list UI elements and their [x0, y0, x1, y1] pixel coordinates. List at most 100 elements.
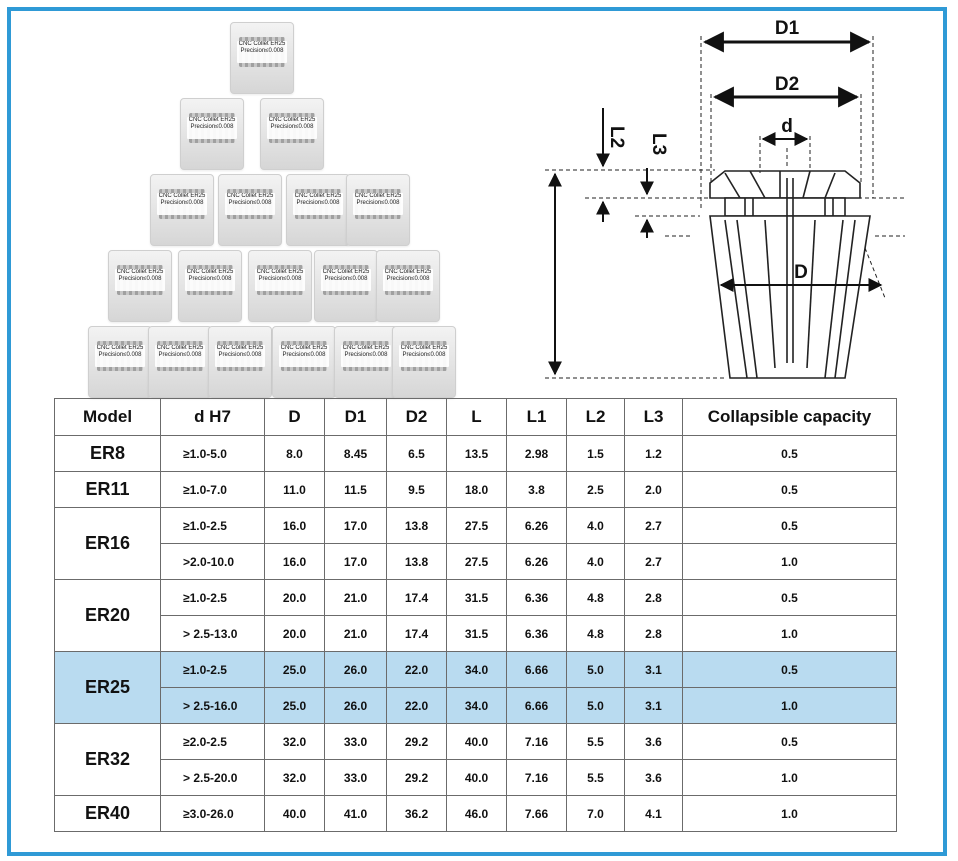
box-label-precision: Precision≤0.008: [158, 352, 202, 358]
bore-range-cell: ≥1.0-7.0: [160, 471, 265, 508]
table-cell: 41.0: [324, 795, 387, 832]
table-cell: 33.0: [324, 723, 387, 760]
table-cell: 22.0: [386, 651, 447, 688]
bore-range-cell: ≥3.0-26.0: [160, 795, 265, 832]
box-label-title: CNC Collet ER25: [400, 345, 448, 351]
table-cell: 20.0: [264, 615, 325, 652]
table-cell: 5.5: [566, 759, 625, 796]
table-cell: 4.0: [566, 543, 625, 580]
table-cell: 3.1: [624, 651, 683, 688]
model-cell: ER25: [54, 651, 161, 724]
box-label-precision: Precision≤0.008: [160, 200, 204, 206]
table-cell: 16.0: [264, 543, 325, 580]
table-cell: 40.0: [446, 723, 507, 760]
label-D: D: [794, 262, 808, 283]
table-cell: 2.98: [506, 435, 567, 472]
table-cell: 1.0: [682, 687, 897, 724]
table-cell: 4.8: [566, 579, 625, 616]
table-cell: 7.0: [566, 795, 625, 832]
table-cell: 33.0: [324, 759, 387, 796]
table-cell: 3.6: [624, 723, 683, 760]
table-cell: 26.0: [324, 651, 387, 688]
table-cell: 21.0: [324, 579, 387, 616]
bore-range-cell: ≥1.0-2.5: [160, 651, 265, 688]
column-header: L3: [624, 398, 683, 436]
box-label-precision: Precision≤0.008: [344, 352, 388, 358]
table-cell: 2.7: [624, 543, 683, 580]
bore-range-cell: ≥1.0-2.5: [160, 507, 265, 544]
table-cell: 9.5: [386, 471, 447, 508]
box-label-title: CNC Collet ER25: [188, 117, 236, 123]
table-cell: 16.0: [264, 507, 325, 544]
table-cell: 40.0: [264, 795, 325, 832]
box-label-title: CNC Collet ER25: [116, 269, 164, 275]
table-cell: 3.8: [506, 471, 567, 508]
table-cell: 1.2: [624, 435, 683, 472]
table-cell: 6.36: [506, 615, 567, 652]
table-cell: 26.0: [324, 687, 387, 724]
column-header: d H7: [160, 398, 265, 436]
box-label-title: CNC Collet ER25: [238, 41, 286, 47]
box-label-title: CNC Collet ER25: [322, 269, 370, 275]
table-cell: 20.0: [264, 579, 325, 616]
collet-body: [709, 170, 871, 379]
table-cell: 34.0: [446, 687, 507, 724]
table-cell: 1.0: [682, 615, 897, 652]
table-cell: 17.0: [324, 507, 387, 544]
box-label-precision: Precision≤0.008: [228, 200, 272, 206]
bore-range-cell: >2.0-10.0: [160, 543, 265, 580]
column-header: Collapsible capacity: [682, 398, 897, 436]
table-cell: 4.8: [566, 615, 625, 652]
table-cell: 13.8: [386, 507, 447, 544]
label-L2: L2: [606, 126, 627, 148]
box-label-title: CNC Collet ER25: [384, 269, 432, 275]
box-label-precision: Precision≤0.008: [402, 352, 446, 358]
table-cell: 13.5: [446, 435, 507, 472]
model-cell: ER8: [54, 435, 161, 472]
box-label-title: CNC Collet ER25: [96, 345, 144, 351]
table-cell: 7.16: [506, 723, 567, 760]
bore-range-cell: > 2.5-16.0: [160, 687, 265, 724]
table-cell: 36.2: [386, 795, 447, 832]
table-cell: 6.26: [506, 543, 567, 580]
table-cell: 1.5: [566, 435, 625, 472]
table-cell: 21.0: [324, 615, 387, 652]
model-cell: ER16: [54, 507, 161, 580]
model-cell: ER32: [54, 723, 161, 796]
table-cell: 1.0: [682, 543, 897, 580]
bore-range-cell: > 2.5-20.0: [160, 759, 265, 796]
box-label-title: CNC Collet ER25: [226, 193, 274, 199]
table-cell: 8.45: [324, 435, 387, 472]
table-cell: 17.0: [324, 543, 387, 580]
table-cell: 8.0: [264, 435, 325, 472]
table-cell: 0.5: [682, 651, 897, 688]
box-label-precision: Precision≤0.008: [188, 276, 232, 282]
box-label-precision: Precision≤0.008: [356, 200, 400, 206]
table-cell: 18.0: [446, 471, 507, 508]
table-cell: 2.0: [624, 471, 683, 508]
model-cell: ER11: [54, 471, 161, 508]
